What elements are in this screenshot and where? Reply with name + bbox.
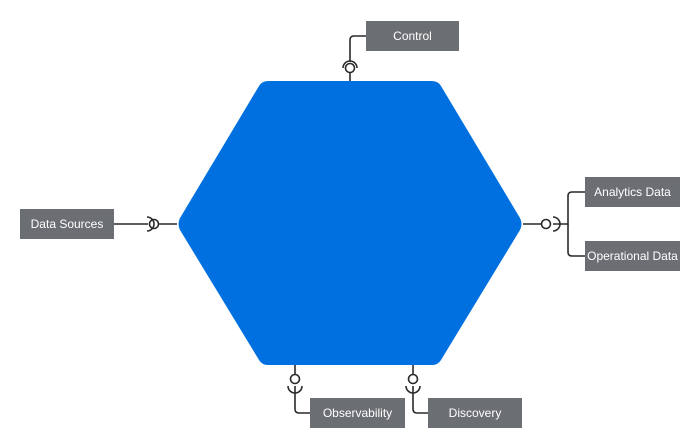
discovery-label: Discovery [428,398,522,428]
control-socket-cup [342,60,358,69]
discovery-label-text: Discovery [448,406,502,420]
discovery-wire [412,386,428,414]
analytics-data-label-text: Analytics Data [594,185,671,199]
output-socket-icon [540,218,552,230]
observability-wire [294,386,310,414]
discovery-socket-icon [407,373,419,385]
central-hexagon [178,81,522,365]
data-sources-socket-cup [146,216,155,232]
output-wire-analytics [553,191,585,225]
data-sources-label: Data Sources [20,209,114,239]
control-label: Control [366,21,459,51]
observability-label-text: Observability [322,406,393,420]
output-wire-operational [567,224,585,257]
control-label-text: Control [393,29,432,43]
observability-label: Observability [310,398,405,428]
operational-data-label: Operational Data [585,241,680,271]
control-wire [349,35,366,62]
control-socket-icon [344,62,356,74]
operational-data-label-text: Operational Data [587,249,678,263]
data-sources-label-text: Data Sources [30,217,104,231]
observability-socket-icon [289,373,301,385]
analytics-data-label: Analytics Data [585,177,680,207]
